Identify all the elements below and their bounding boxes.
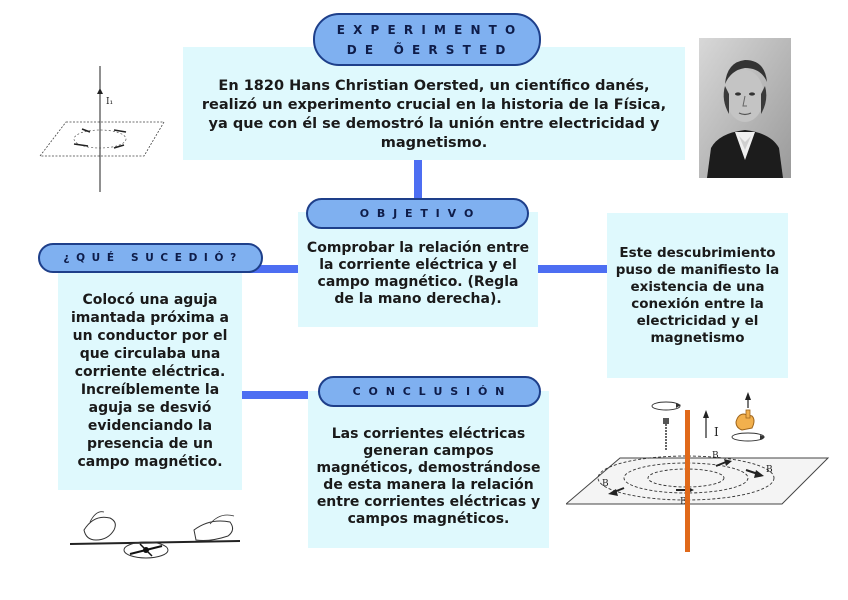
objetivo-pill: O B J E T I V O xyxy=(306,198,529,229)
title-line-2: D E Õ E R S T E D xyxy=(346,42,508,57)
connector-objetivo-descubrimiento xyxy=(538,265,608,273)
sucedio-pill: ¿ Q U É S U C E D I Ó ? xyxy=(38,243,263,273)
right-hand-rule-diagram: B B B B I xyxy=(566,392,830,552)
objetivo-text: Comprobar la relación entre la corriente… xyxy=(306,239,530,307)
title-line-1: E X P E R I M E N T O xyxy=(336,22,518,37)
connector-sucedio-conclusion xyxy=(242,391,318,399)
compass-hands-illustration xyxy=(70,511,240,559)
descubrimiento-box: Este descubrimiento puso de manifiesto l… xyxy=(607,213,788,378)
intro-text: En 1820 Hans Christian Oersted, un cient… xyxy=(201,77,667,151)
title-pill: E X P E R I M E N T O D E Õ E R S T E D xyxy=(313,13,541,66)
objetivo-heading: O B J E T I V O xyxy=(359,207,476,220)
diagram-label-b1: B xyxy=(602,479,609,489)
conclusion-box: Las corrientes eléctricas generan campos… xyxy=(308,391,549,548)
oersted-portrait xyxy=(699,38,791,178)
descubrimiento-text: Este descubrimiento puso de manifiesto l… xyxy=(615,244,780,346)
diagram-label-current-small: I₁ xyxy=(106,97,113,107)
connector-title-objetivo xyxy=(414,160,422,198)
diagram-label-b2: B xyxy=(712,451,719,461)
diagram-label-current: I xyxy=(714,425,719,439)
diagram-label-b4: B xyxy=(680,497,687,507)
conclusion-heading: C O N C L U S I Ó N xyxy=(352,385,507,398)
needle-plane-diagram: I₁ xyxy=(39,66,165,192)
conclusion-pill: C O N C L U S I Ó N xyxy=(318,376,541,407)
sucedio-text: Colocó una aguja imantada próxima a un c… xyxy=(70,292,229,470)
sucedio-heading: ¿ Q U É S U C E D I Ó ? xyxy=(63,252,238,264)
diagram-label-b3: B xyxy=(766,465,773,475)
objetivo-box: Comprobar la relación entre la corriente… xyxy=(298,212,538,327)
sucedio-box: Colocó una aguja imantada próxima a un c… xyxy=(58,258,242,490)
intro-box: En 1820 Hans Christian Oersted, un cient… xyxy=(183,47,685,160)
connector-sucedio-objetivo xyxy=(242,265,300,273)
conclusion-text: Las corrientes eléctricas generan campos… xyxy=(316,425,541,527)
